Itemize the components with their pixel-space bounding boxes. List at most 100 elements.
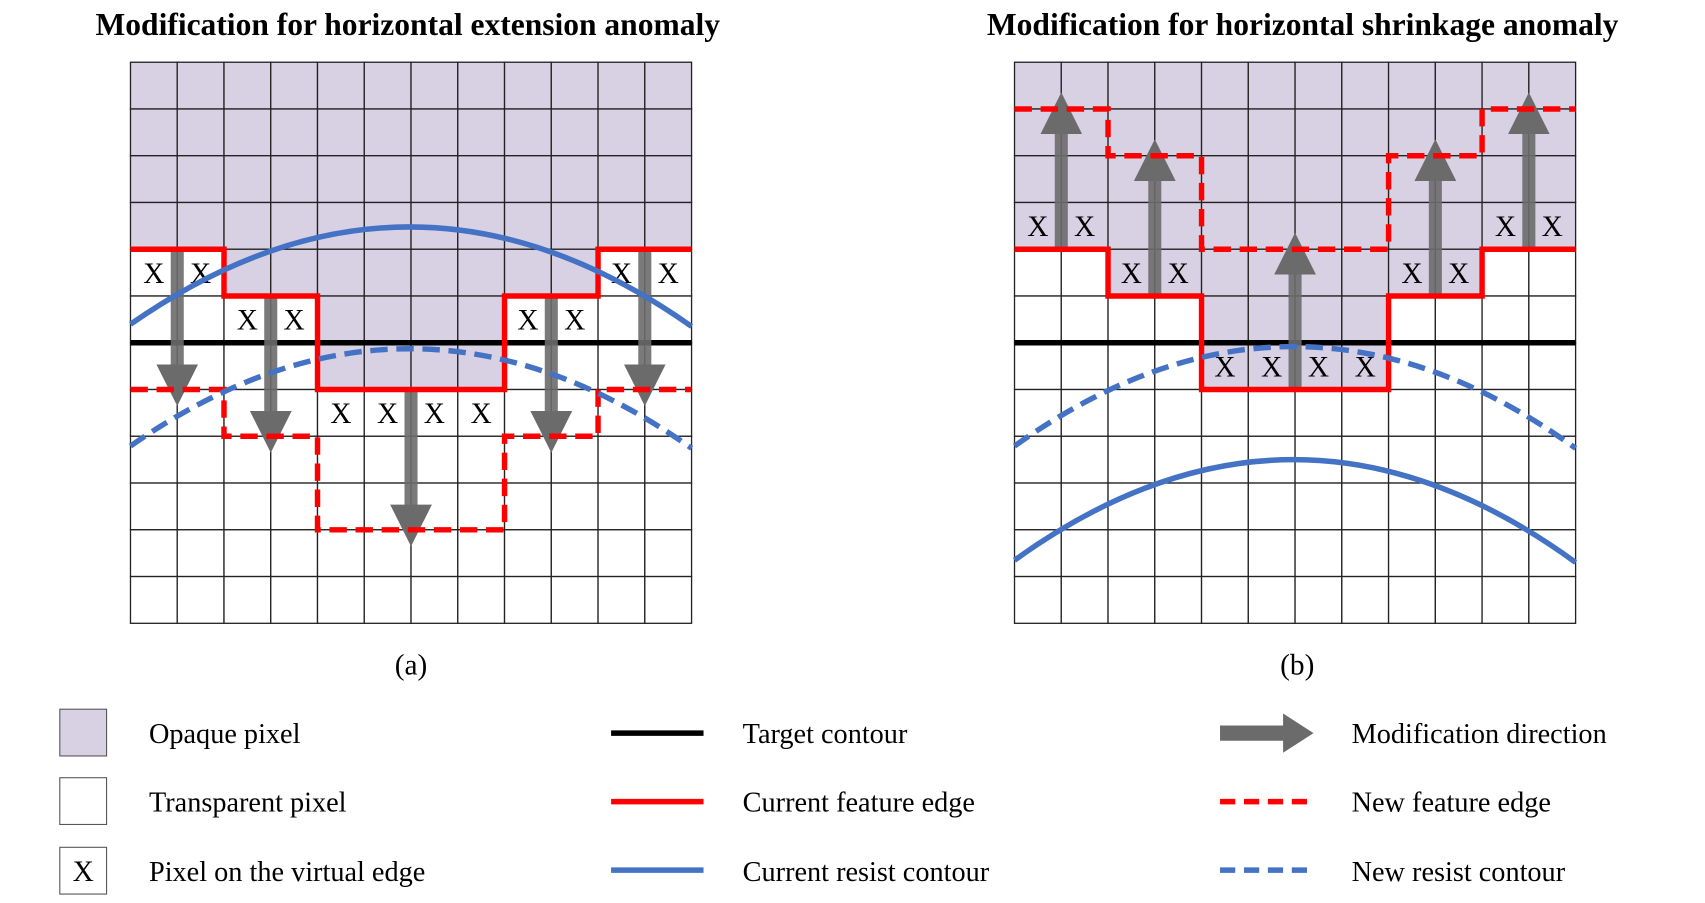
opaque-pixel (457, 201, 506, 250)
opaque-pixel (410, 61, 459, 110)
transparent-pixel (1107, 482, 1156, 531)
opaque-pixel (1013, 201, 1062, 250)
arrow-swatch-icon (1220, 713, 1314, 753)
virtual-edge-swatch (59, 846, 108, 895)
transparent-pixel (129, 342, 178, 391)
new-feature-edge (1014, 106, 1576, 252)
transparent-pixel (1434, 529, 1483, 578)
transparent-pixel (1528, 435, 1577, 484)
opaque-pixel (363, 248, 412, 297)
opaque-pixel (1528, 155, 1577, 204)
opaque-pixel (550, 201, 599, 250)
opaque-pixel (410, 248, 459, 297)
transparent-pixel (550, 388, 599, 437)
transparent-pixel (129, 529, 178, 578)
transparent-pixel (1341, 435, 1390, 484)
transparent-pixel (316, 482, 365, 531)
transparent-pixel (1387, 575, 1436, 624)
new-resist-contour (128, 346, 694, 451)
transparent-pixel (1107, 295, 1156, 344)
transparent-pixel (1528, 342, 1577, 391)
transparent-pixel (457, 482, 506, 531)
opaque-pixel (1341, 201, 1390, 250)
transparent-pixel (1154, 529, 1203, 578)
transparent-pixel (1294, 575, 1343, 624)
opaque-pixel (1247, 155, 1296, 204)
transparent-pixel (1481, 575, 1530, 624)
opaque-pixel (1387, 201, 1436, 250)
opaque-pixel (1154, 155, 1203, 204)
transparent-pixel (550, 435, 599, 484)
opaque-pixel (1341, 295, 1390, 344)
opaque-pixel (503, 248, 552, 297)
transparent-pixel (1200, 482, 1249, 531)
transparent-pixel (597, 342, 646, 391)
opaque-pixel (644, 201, 693, 250)
opaque-pixel (1294, 61, 1343, 110)
opaque-pixel (176, 155, 225, 204)
transparent-pixel (597, 435, 646, 484)
transparent-pixel (644, 575, 693, 624)
opaque-pixel (316, 295, 365, 344)
opaque-pixel (644, 108, 693, 157)
opaque-pixel (1107, 61, 1156, 110)
opaque-pixel (597, 108, 646, 157)
transparent-pixel (1294, 388, 1343, 437)
transparent-pixel (270, 435, 319, 484)
virtual-edge-pixel-label: X (1401, 258, 1422, 290)
opaque-pixel (1528, 108, 1577, 157)
transparent-pixel (223, 529, 272, 578)
transparent-pixel (1528, 388, 1577, 437)
opaque-pixel (1528, 201, 1577, 250)
opaque-pixel (270, 61, 319, 110)
legend-new-edge: New feature edge (1352, 787, 1551, 818)
transparent-pixel (1341, 575, 1390, 624)
opaque-pixel (1294, 295, 1343, 344)
transparent-pixel (1528, 575, 1577, 624)
transparent-pixel (363, 529, 412, 578)
opaque-pixel (223, 61, 272, 110)
transparent-pixel (1107, 529, 1156, 578)
opaque-pixel (1294, 155, 1343, 204)
opaque-pixel (316, 61, 365, 110)
legend-current-resist: Current resist contour (743, 857, 990, 888)
transparent-pixel (1060, 248, 1109, 297)
opaque-pixel (1247, 295, 1296, 344)
transparent-pixel (1481, 342, 1530, 391)
opaque-pixel (1341, 155, 1390, 204)
opaque-swatch (59, 708, 108, 757)
transparent-pixel (1434, 435, 1483, 484)
opaque-pixel (503, 61, 552, 110)
opaque-pixel (1294, 108, 1343, 157)
opaque-pixel (1200, 248, 1249, 297)
transparent-pixel (457, 388, 506, 437)
opaque-pixel (1013, 108, 1062, 157)
transparent-pixel (223, 295, 272, 344)
virtual-edge-pixel-label: X (424, 398, 445, 430)
transparent-pixel (1481, 529, 1530, 578)
transparent-pixel (644, 435, 693, 484)
opaque-pixel (1294, 248, 1343, 297)
virtual-edge-pixel-label: X (1308, 351, 1329, 383)
opaque-pixel (1200, 155, 1249, 204)
virtual-edge-pixel-label: X (143, 258, 164, 290)
panel-a-caption: (a) (395, 649, 428, 681)
opaque-pixel (1247, 108, 1296, 157)
opaque-pixel (410, 155, 459, 204)
transparent-pixel (1434, 388, 1483, 437)
current-feature-edge (1014, 246, 1576, 393)
virtual-edge-pixel-label: X (1355, 351, 1376, 383)
transparent-pixel (1060, 575, 1109, 624)
panel-b-caption: (b) (1280, 649, 1314, 681)
transparent-pixel (503, 482, 552, 531)
opaque-pixel (316, 248, 365, 297)
opaque-pixel (363, 108, 412, 157)
virtual-edge-pixel-label: X (1168, 258, 1189, 290)
transparent-pixel (1200, 529, 1249, 578)
transparent-pixel (1154, 295, 1203, 344)
transparent-pixel (316, 529, 365, 578)
transparent-pixel (316, 435, 365, 484)
transparent-pixel (1528, 295, 1577, 344)
transparent-pixel (597, 575, 646, 624)
transparent-pixel (1200, 575, 1249, 624)
